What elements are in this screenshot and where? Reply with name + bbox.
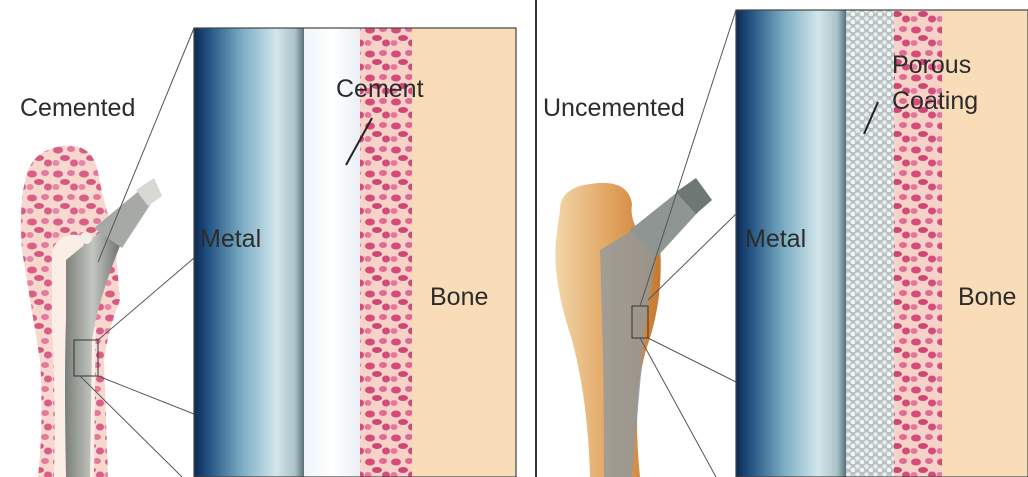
cemented-femur-drawing xyxy=(21,146,162,477)
cemented-bone-label: Bone xyxy=(430,284,488,311)
uncemented-title: Uncemented xyxy=(543,95,685,122)
cemented-title: Cemented xyxy=(20,95,135,122)
uncemented-stem xyxy=(600,226,658,477)
cemented-stem-hole xyxy=(80,232,92,244)
cemented-cement-label: Cement xyxy=(336,76,424,103)
cemented-metal-label: Metal xyxy=(200,226,261,253)
cemented-bone-layer xyxy=(412,28,516,477)
uncemented-bone-layer xyxy=(942,10,1028,477)
porous-label-line1: Porous xyxy=(892,52,971,79)
porous-label-line2: Coating xyxy=(892,88,978,115)
uncemented-bone-label: Bone xyxy=(958,284,1016,311)
uncemented-porous-layer xyxy=(846,10,894,477)
uncemented-metal-label: Metal xyxy=(745,226,806,253)
uncemented-femur-drawing xyxy=(555,178,712,477)
uncemented-trabecular-layer xyxy=(894,10,942,477)
